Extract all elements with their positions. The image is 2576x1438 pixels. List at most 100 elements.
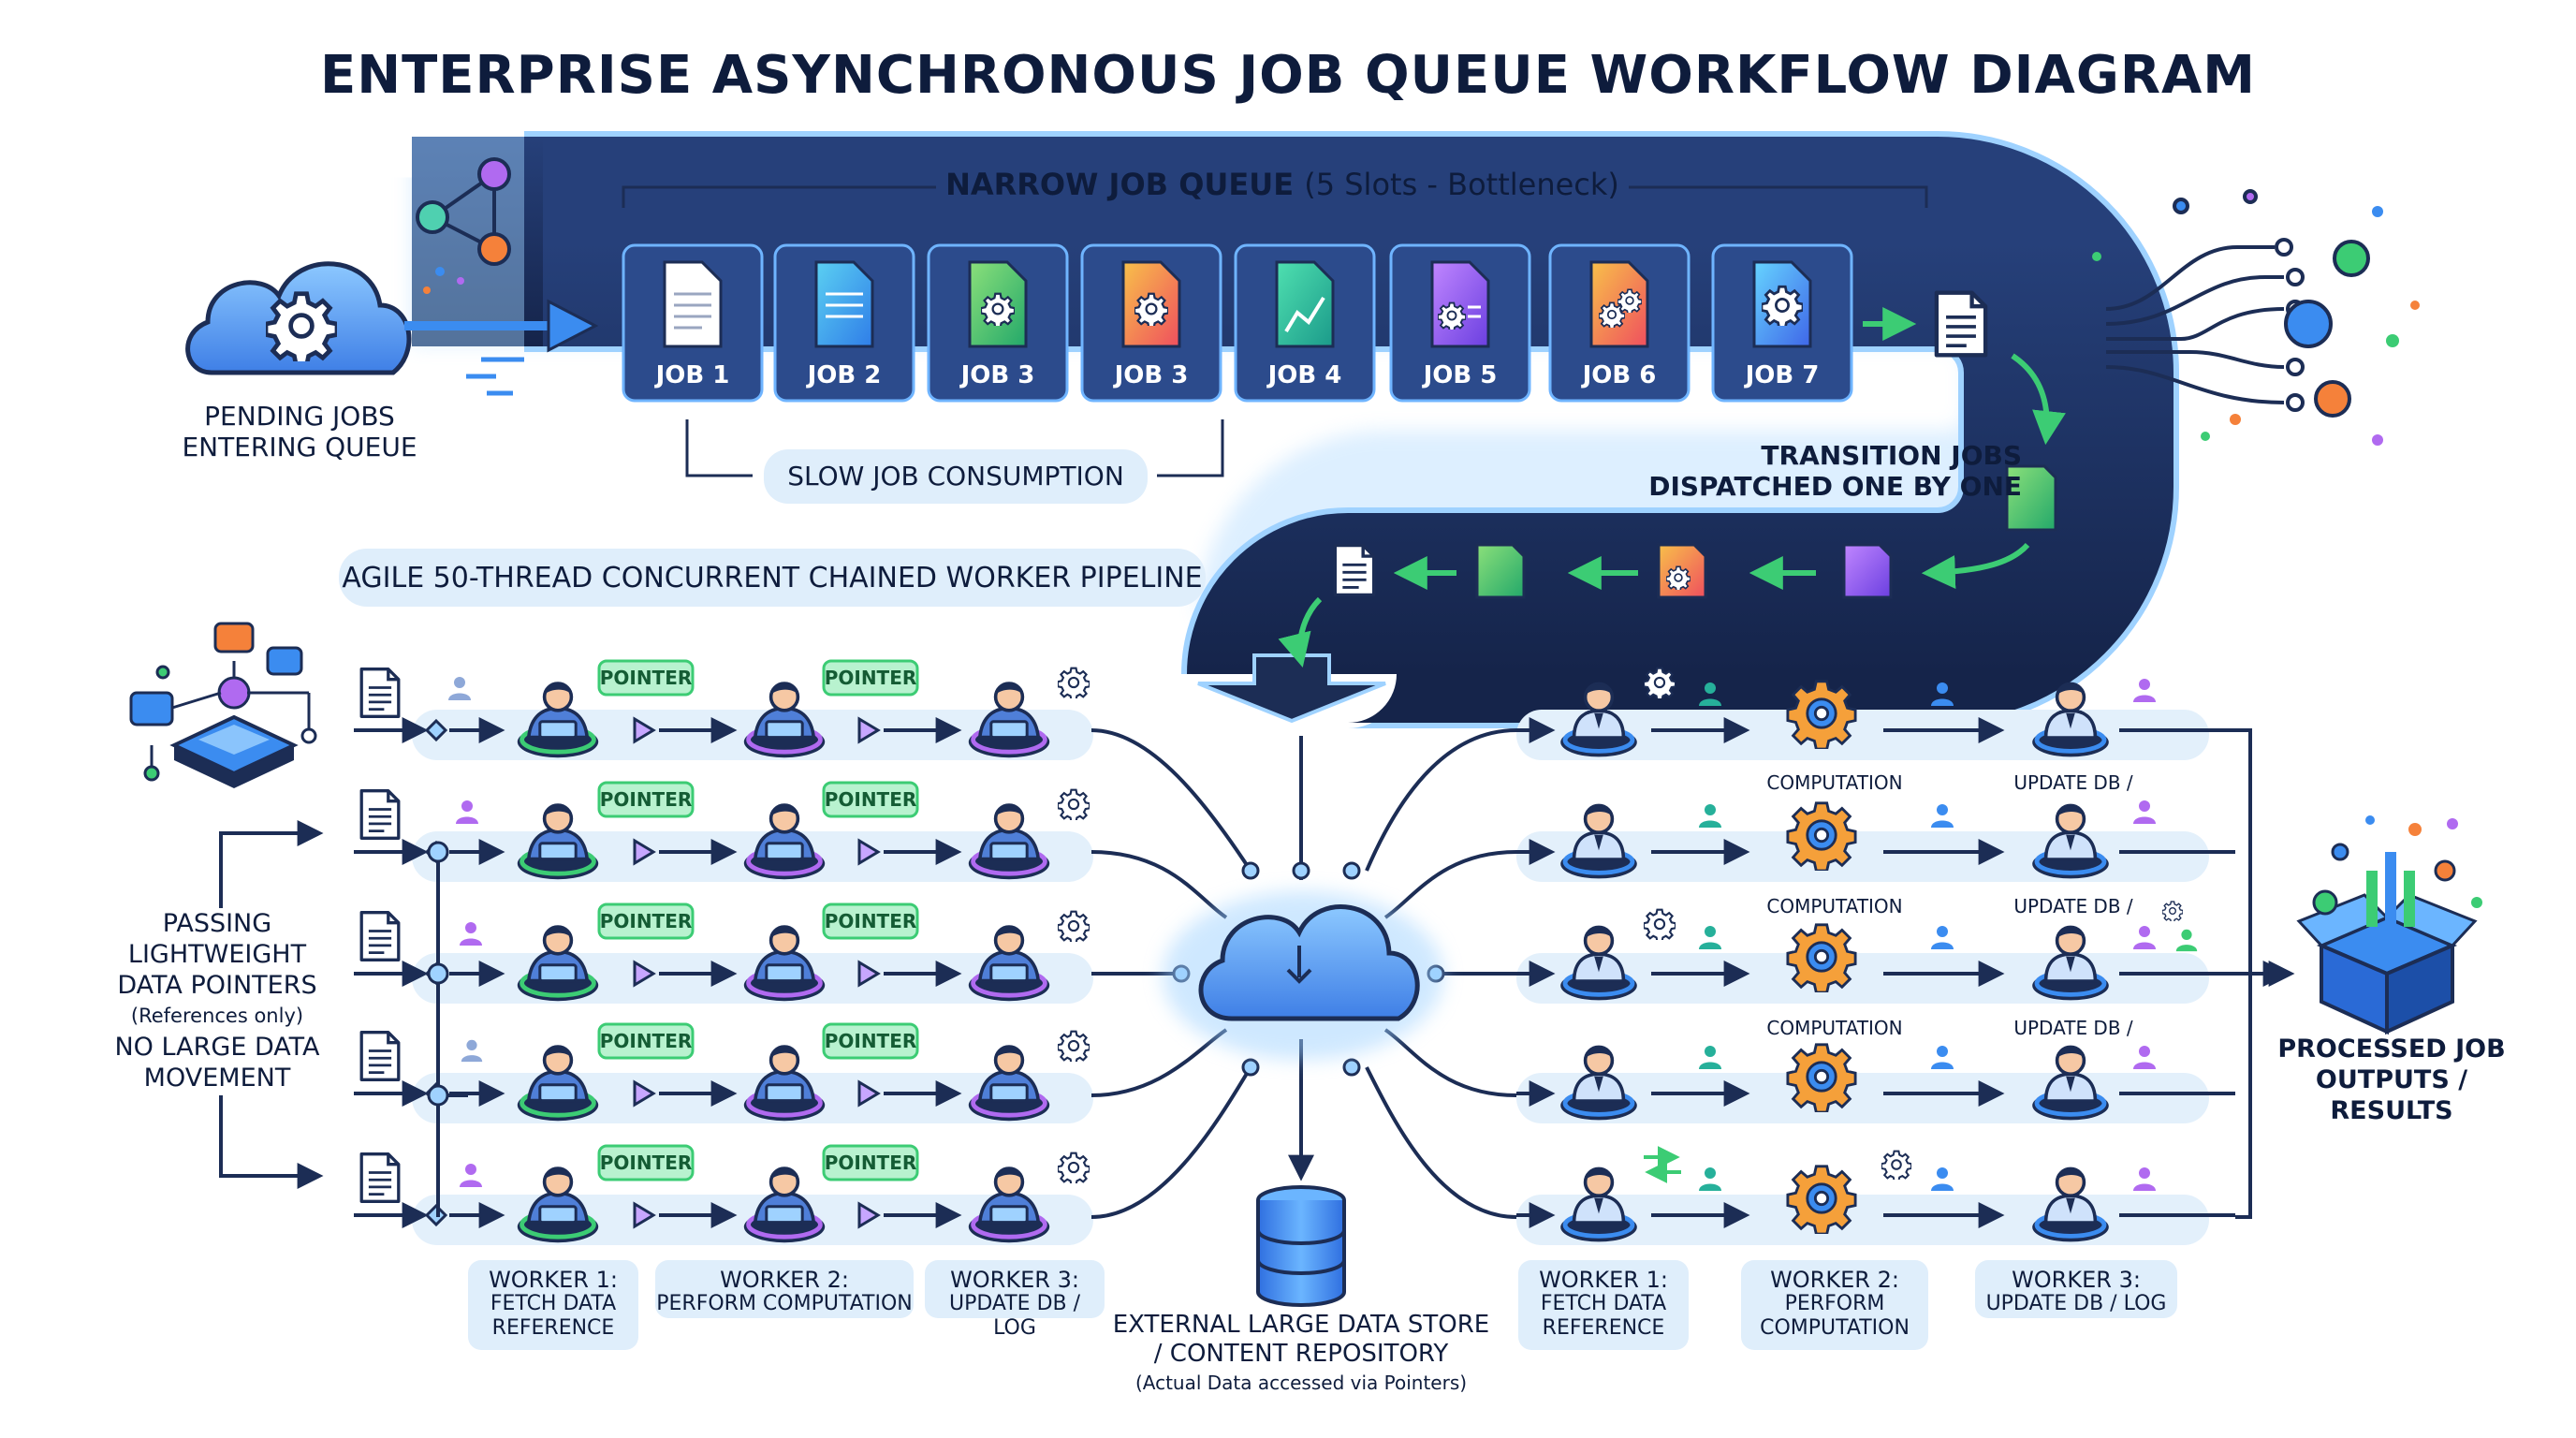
left-w1-line-2: FETCH DATA (490, 1292, 617, 1315)
passing-line-4: (References only) (130, 1005, 304, 1027)
right-w1-line-3: REFERENCE (1542, 1316, 1665, 1340)
transfer-arrows-icon (1644, 1146, 1681, 1183)
pipeline-label: AGILE 50-THREAD CONCURRENT CHAINED WORKE… (342, 562, 1203, 594)
pointer-tag: POINTER (599, 1152, 693, 1174)
row-label-update: UPDATE DB / (2013, 771, 2133, 794)
passing-line-1: PASSING (162, 909, 272, 938)
store-line-2: / CONTENT REPOSITORY (1153, 1340, 1449, 1368)
queue-slots (622, 243, 1853, 403)
job-slot (927, 243, 1069, 403)
outputs-line-2: OUTPUTS / (2315, 1065, 2468, 1094)
job-queue-band (412, 131, 2179, 729)
circuit-nodes (2173, 189, 2370, 418)
passing-line-6: MOVEMENT (143, 1064, 291, 1093)
pointer-tag: POINTER (824, 910, 917, 932)
right-worker-1-label: WORKER 1: FETCH DATA REFERENCE (1518, 1268, 1689, 1341)
job-slot (1080, 243, 1222, 403)
outputs-line-1: PROCESSED JOB (2277, 1034, 2506, 1064)
queue-label-bold: NARROW JOB QUEUE (945, 167, 1295, 202)
pending-line-1: PENDING JOBS (204, 401, 395, 432)
circuit-graphic (2105, 245, 2285, 404)
worker-label-pills (468, 1260, 2177, 1350)
row-label-update: UPDATE DB / (2013, 895, 2133, 917)
right-w3-line-2: UPDATE DB / LOG (1985, 1292, 2167, 1315)
passing-line-2: LIGHTWEIGHT (127, 940, 307, 969)
right-w2-line-1: WORKER 2: (1770, 1267, 1899, 1293)
row-label-update: UPDATE DB / (2013, 1017, 2133, 1039)
pointer-tag: POINTER (599, 910, 693, 932)
device-icon (129, 622, 317, 788)
queue-brackets (622, 185, 1928, 477)
job-label-8: JOB 7 (1745, 361, 1820, 389)
job-slot (622, 243, 764, 403)
left-w3-line-2: UPDATE DB / LOG (948, 1292, 1081, 1340)
left-w1-line-3: REFERENCE (491, 1316, 615, 1340)
right-row-2 (1516, 801, 2235, 879)
job-slot (773, 243, 915, 403)
data-store-label: EXTERNAL LARGE DATA STORE / CONTENT REPO… (1105, 1311, 1498, 1398)
output-box-icon (2296, 815, 2482, 1035)
job-slot (1711, 243, 1853, 403)
job-slot (1548, 243, 1690, 403)
left-worker-3-label: WORKER 3: UPDATE DB / LOG (925, 1268, 1105, 1341)
passing-label: PASSING LIGHTWEIGHT DATA POINTERS (Refer… (90, 908, 344, 1093)
left-w2-line-2: PERFORM COMPUTATION (656, 1292, 913, 1315)
output-bus (2235, 728, 2295, 1219)
queue-label-rest: (5 Slots - Bottleneck) (1304, 167, 1619, 202)
pending-line-2: ENTERING QUEUE (182, 432, 417, 462)
pending-label: PENDING JOBS ENTERING QUEUE (140, 401, 459, 462)
left-row-1 (354, 667, 1090, 758)
right-w2-line-3: COMPUTATION (1760, 1316, 1910, 1340)
right-rows (1516, 680, 2290, 1242)
right-w2-line-2: PERFORM (1784, 1292, 1885, 1315)
job-label-4: JOB 3 (1114, 361, 1189, 389)
pointer-tag: POINTER (824, 1152, 917, 1174)
center-cloud (1163, 891, 1443, 1060)
outputs-label: PROCESSED JOB OUTPUTS / RESULTS (2265, 1034, 2518, 1126)
job-label-3: JOB 3 (960, 361, 1035, 389)
right-row-5 (1516, 1165, 2235, 1242)
right-w1-line-1: WORKER 1: (1539, 1267, 1668, 1293)
right-worker-2-label: WORKER 2: PERFORM COMPUTATION (1741, 1268, 1928, 1341)
left-worker-1-label: WORKER 1: FETCH DATA REFERENCE (468, 1268, 638, 1341)
row-label-computation: COMPUTATION (1766, 771, 1903, 794)
left-w3-line-1: WORKER 3: (950, 1267, 1079, 1293)
right-row-1 (1516, 680, 2235, 757)
job-label-7: JOB 6 (1582, 361, 1657, 389)
row-label-computation: COMPUTATION (1766, 1017, 1903, 1039)
left-w1-line-1: WORKER 1: (489, 1267, 618, 1293)
row-label-computation: COMPUTATION (1766, 895, 1903, 917)
transition-line-1: TRANSITION JOBS (1761, 440, 2022, 471)
left-side-nodes (427, 841, 449, 1107)
passing-line-3: DATA POINTERS (117, 971, 317, 1000)
passing-line-5: NO LARGE DATA (114, 1033, 320, 1062)
pending-cloud (185, 157, 599, 396)
circuit-dots (2092, 206, 2420, 446)
slow-consumption-label: SLOW JOB CONSUMPTION (787, 461, 1124, 492)
job-label-2: JOB 2 (807, 361, 882, 389)
pointer-tag: POINTER (599, 1030, 693, 1052)
job-label-1: JOB 1 (655, 361, 730, 389)
job-label-6: JOB 5 (1423, 361, 1498, 389)
transition-line-2: DISPATCHED ONE BY ONE (1648, 471, 2022, 502)
left-w2-line-1: WORKER 2: (720, 1267, 849, 1293)
transition-flow (1278, 293, 2066, 668)
right-w3-line-1: WORKER 3: (2012, 1267, 2141, 1293)
right-row-4 (1516, 1043, 2235, 1121)
pointer-tags-bg (597, 659, 919, 1181)
pointer-tag: POINTER (599, 667, 693, 689)
job-slot (1234, 243, 1376, 403)
pointer-tag: POINTER (824, 667, 917, 689)
pointer-tag: POINTER (824, 788, 917, 811)
database-icon (1256, 1185, 1346, 1307)
outputs-line-3: RESULTS (2330, 1096, 2453, 1125)
queue-label: NARROW JOB QUEUE (5 Slots - Bottleneck) (899, 167, 1666, 202)
right-worker-3-label: WORKER 3: UPDATE DB / LOG (1975, 1268, 2177, 1316)
job-label-5: JOB 4 (1267, 361, 1342, 389)
right-w1-line-2: FETCH DATA (1540, 1292, 1667, 1315)
left-worker-2-label: WORKER 2: PERFORM COMPUTATION (655, 1268, 914, 1316)
page-title: ENTERPRISE ASYNCHRONOUS JOB QUEUE WORKFL… (319, 45, 2257, 106)
pointer-tag: POINTER (824, 1030, 917, 1052)
